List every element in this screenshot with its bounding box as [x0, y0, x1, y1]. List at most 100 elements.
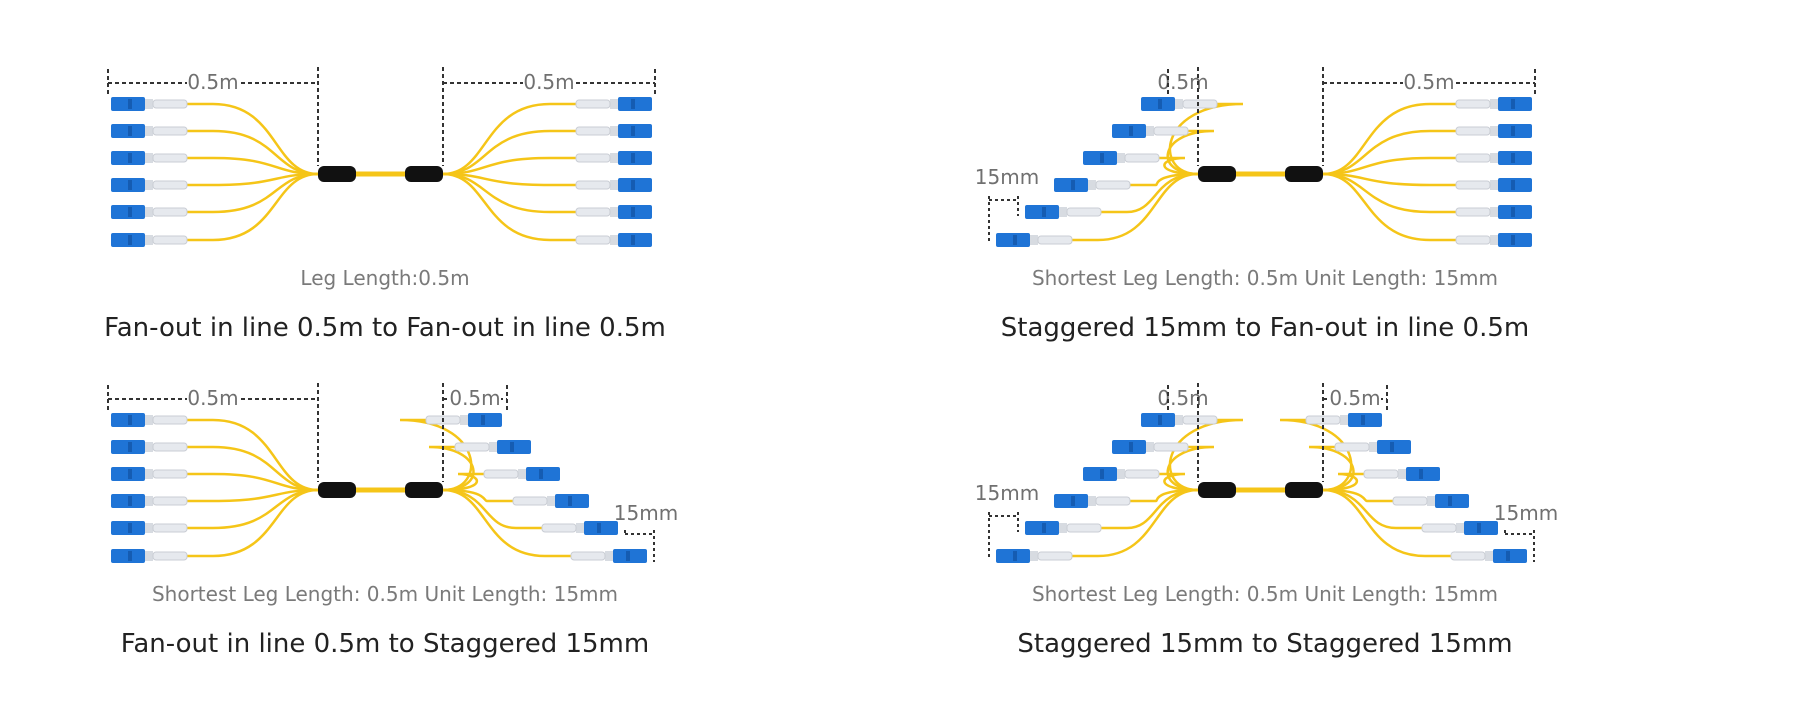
unit-length-label: 15mm	[614, 501, 678, 525]
lc-connector-icon	[512, 494, 589, 508]
lc-connector-icon	[1455, 97, 1532, 111]
lc-connector-icon	[1421, 521, 1498, 535]
fiber-leg	[1159, 472, 1199, 492]
panel-title: Staggered 15mm to Staggered 15mm	[1017, 629, 1512, 659]
lc-connector-icon	[575, 124, 652, 138]
fiber-leg	[1322, 156, 1456, 176]
fiber-leg	[1166, 129, 1215, 176]
lc-connector-icon	[1334, 440, 1411, 454]
leg-length-caption: Shortest Leg Length: 0.5m Unit Length: 1…	[1032, 266, 1498, 290]
breakout-boot-icon	[405, 482, 443, 498]
lc-connector-icon	[483, 467, 560, 481]
dimension-label: 0.5m	[449, 386, 500, 410]
fiber-leg	[1322, 102, 1456, 176]
panel-title: Fan-out in line 0.5m to Fan-out in line …	[104, 313, 666, 343]
fiber-leg	[442, 156, 576, 176]
lc-connector-icon	[1455, 124, 1532, 138]
breakout-boot-icon	[1285, 166, 1323, 182]
lc-connector-icon	[575, 233, 652, 247]
lc-connector-icon	[111, 97, 188, 111]
lc-connector-icon	[1141, 97, 1218, 111]
panel-title: Staggered 15mm to Fan-out in line 0.5m	[1001, 313, 1529, 343]
breakout-boot-icon	[405, 166, 443, 182]
fiber-leg	[442, 129, 576, 176]
fiber-leg	[1308, 445, 1355, 492]
lc-connector-icon	[570, 549, 647, 563]
leg-length-caption: Shortest Leg Length: 0.5m Unit Length: 1…	[152, 582, 618, 606]
lc-connector-icon	[111, 467, 188, 481]
lc-connector-icon	[1363, 467, 1440, 481]
lc-connector-icon	[1455, 205, 1532, 219]
lc-connector-icon	[111, 549, 188, 563]
lc-connector-icon	[111, 521, 188, 535]
lc-connector-icon	[575, 97, 652, 111]
fiber-leg	[1322, 129, 1456, 176]
fiber-leg	[187, 156, 319, 176]
lc-connector-icon	[111, 178, 188, 192]
lc-connector-icon	[996, 233, 1073, 247]
dimension-label: 0.5m	[1157, 70, 1208, 94]
lc-connector-icon	[111, 233, 188, 247]
fiber-leg	[428, 445, 475, 492]
dimension-label: 0.5m	[1157, 386, 1208, 410]
lc-connector-icon	[1455, 178, 1532, 192]
fiber-leg	[442, 488, 571, 558]
unit-length-label: 15mm	[1494, 501, 1558, 525]
fiber-leg	[1168, 418, 1244, 492]
fiber-leg	[1168, 102, 1244, 176]
fiber-leg	[442, 102, 576, 176]
dimension-label: 0.5m	[1403, 70, 1454, 94]
breakout-boot-icon	[1198, 166, 1236, 182]
breakout-boot-icon	[1285, 482, 1323, 498]
lc-connector-icon	[1025, 205, 1102, 219]
lc-connector-icon	[1025, 521, 1102, 535]
lc-connector-icon	[575, 151, 652, 165]
lc-connector-icon	[1083, 467, 1160, 481]
breakout-boot-icon	[318, 166, 356, 182]
lc-connector-icon	[1141, 413, 1218, 427]
fiber-leg	[1159, 156, 1199, 176]
fiber-leg	[187, 418, 319, 492]
fiber-leg	[1166, 445, 1215, 492]
fiber-leg	[1101, 488, 1199, 530]
fiber-leg	[399, 418, 473, 492]
lc-connector-icon	[1054, 494, 1131, 508]
unit-length-label: 15mm	[975, 481, 1039, 505]
panel-title: Fan-out in line 0.5m to Staggered 15mm	[121, 629, 649, 659]
lc-connector-icon	[1455, 233, 1532, 247]
lc-connector-icon	[425, 413, 502, 427]
lc-connector-icon	[1450, 549, 1527, 563]
lc-connector-icon	[1112, 440, 1189, 454]
lc-connector-icon	[454, 440, 531, 454]
lc-connector-icon	[111, 124, 188, 138]
lc-connector-icon	[541, 521, 618, 535]
fiber-leg	[187, 102, 319, 176]
lc-connector-icon	[575, 178, 652, 192]
fiber-leg	[442, 488, 542, 530]
dimension-label: 0.5m	[187, 386, 238, 410]
fiber-leg	[1072, 172, 1199, 242]
fiber-leg	[1101, 172, 1199, 214]
fiber-leg	[1072, 488, 1199, 558]
lc-connector-icon	[111, 494, 188, 508]
breakout-boot-icon	[318, 482, 356, 498]
lc-connector-icon	[996, 549, 1073, 563]
lc-connector-icon	[111, 205, 188, 219]
lc-connector-icon	[1083, 151, 1160, 165]
lc-connector-icon	[575, 205, 652, 219]
lc-connector-icon	[1455, 151, 1532, 165]
lc-connector-icon	[1392, 494, 1469, 508]
lc-connector-icon	[111, 413, 188, 427]
fiber-leg	[1322, 488, 1422, 530]
fiber-leg	[187, 488, 319, 558]
lc-connector-icon	[111, 151, 188, 165]
fiber-leg	[442, 172, 576, 242]
dimension-label: 0.5m	[523, 70, 574, 94]
lc-connector-icon	[111, 440, 188, 454]
fiber-leg	[1322, 488, 1451, 558]
unit-length-label: 15mm	[975, 165, 1039, 189]
